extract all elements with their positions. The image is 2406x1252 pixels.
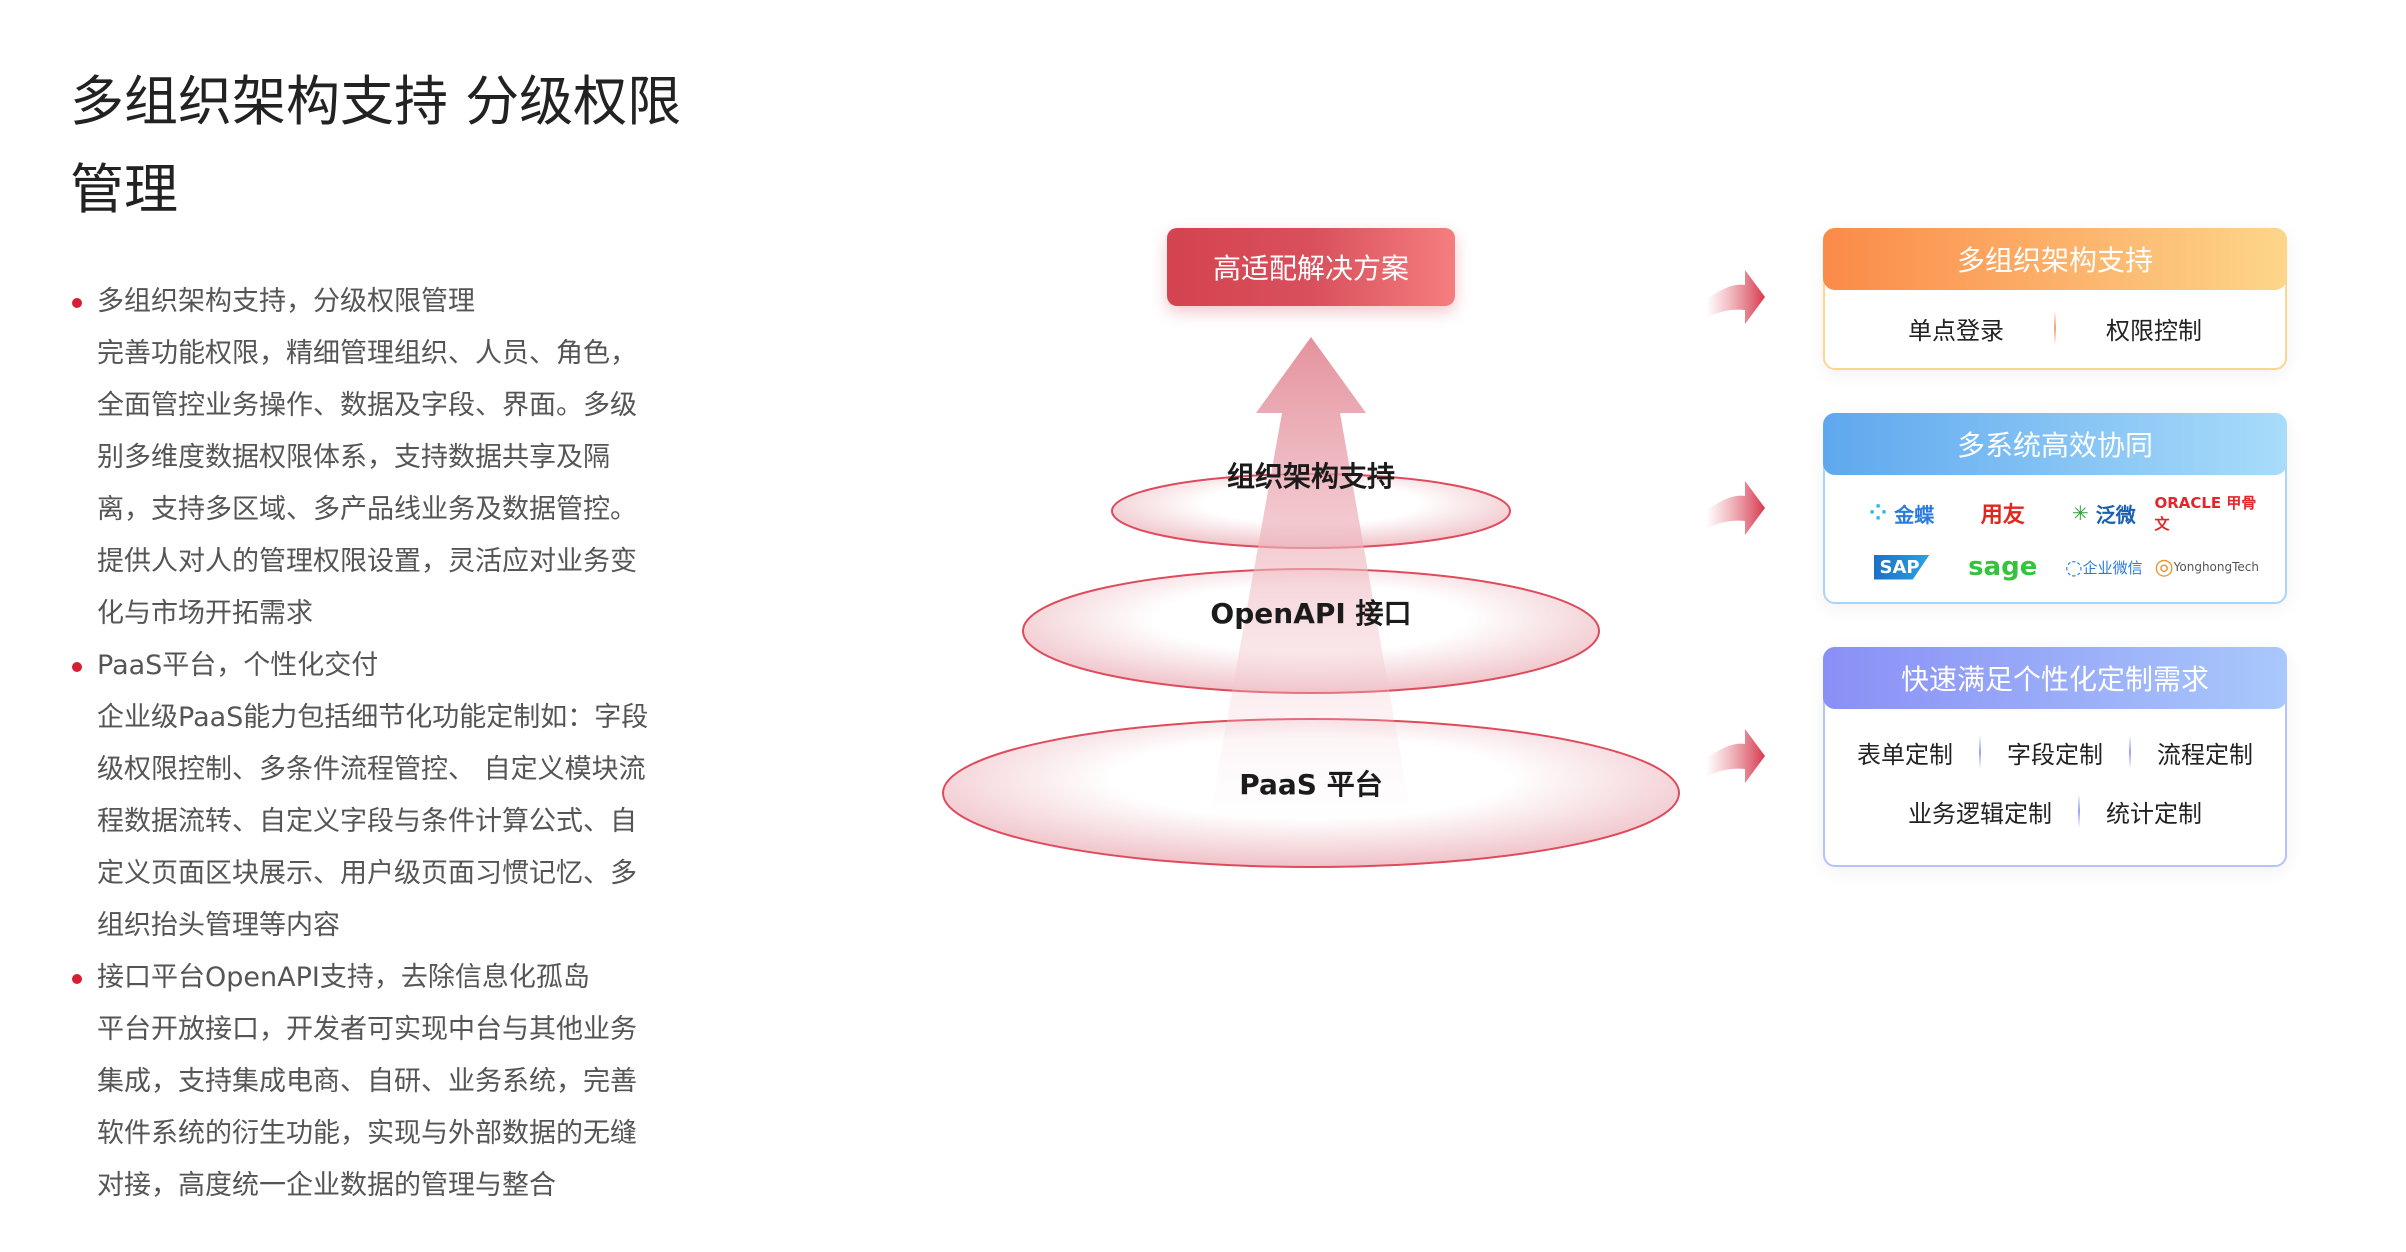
card-title: 多系统高效协同 (1823, 413, 2287, 475)
title-line: 管理 (70, 158, 178, 221)
section-openapi: 接口平台OpenAPI支持，去除信息化孤岛 平台开放接口，开发者可实现中台与其他… (72, 952, 712, 1212)
section-paas: PaaS平台，个性化交付 企业级PaaS能力包括细节化功能定制如：字段 级权限控… (72, 640, 712, 952)
right-arrow-icon (1706, 729, 1765, 783)
heading-text: PaaS平台，个性化交付 (97, 650, 379, 681)
feature-list: 多组织架构支持，分级权限管理 完善功能权限，精细管理组织、人员、角色， 全面管控… (72, 276, 712, 1212)
divider (2129, 735, 2131, 769)
card-customization: 快速满足个性化定制需求 表单定制 字段定制 流程定制 业务逻辑定制 统计定制 (1823, 647, 2287, 867)
layer-label-openapi: OpenAPI 接口 (1210, 597, 1412, 630)
title-line: 多组织架构支持 分级权限 (70, 70, 682, 133)
item-workflow: 流程定制 (2157, 740, 2253, 769)
page-title: 多组织架构支持 分级权限 管理 (70, 58, 710, 234)
body-line: 程数据流转、自定义字段与条件计算公式、自 (97, 806, 637, 837)
section-org: 多组织架构支持，分级权限管理 完善功能权限，精细管理组织、人员、角色， 全面管控… (72, 276, 712, 640)
body-line: 全面管控业务操作、数据及字段、界面。多级 (97, 390, 637, 421)
body-line: 化与市场开拓需求 (97, 598, 313, 629)
body-line: 级权限控制、多条件流程管控、 自定义模块流 (97, 754, 646, 785)
body-line: 软件系统的衍生功能，实现与外部数据的无缝 (97, 1118, 637, 1149)
item-logic: 业务逻辑定制 (1908, 799, 2052, 828)
body-line: 完善功能权限，精细管理组织、人员、角色， (97, 338, 637, 369)
body-line: 平台开放接口，开发者可实现中台与其他业务 (97, 1014, 637, 1045)
divider (1979, 735, 1981, 769)
heading-text: 接口平台OpenAPI支持，去除信息化孤岛 (97, 962, 590, 993)
layer-ellipse-openapi (1022, 568, 1600, 694)
item-field: 字段定制 (2007, 740, 2103, 769)
solution-button[interactable]: 高适配解决方案 (1167, 228, 1455, 306)
yonyou-logo: 用友 (1980, 503, 2025, 528)
heading-text: 多组织架构支持，分级权限管理 (97, 286, 475, 317)
card-items: 单点登录 权限控制 (1825, 288, 2285, 368)
card-org-support: 多组织架构支持 单点登录 权限控制 (1823, 228, 2287, 370)
partner-logos: ⁘ 金蝶 用友 ✳ 泛微 ORACLE 甲骨文 SAP sage ◌企业微信 ◎… (1825, 473, 2285, 585)
card-items-row: 表单定制 字段定制 流程定制 (1825, 721, 2285, 783)
logo-text: 泛微 (2095, 502, 2136, 527)
body-line: 对接，高度统一企业数据的管理与整合 (97, 1170, 556, 1201)
bullet-icon (72, 974, 82, 984)
right-arrow-icon (1706, 481, 1765, 535)
card-title: 快速满足个性化定制需求 (1823, 647, 2287, 709)
body-line: 定义页面区块展示、用户级页面习惯记忆、多 (97, 858, 637, 889)
layer-label-org: 组织架构支持 (1226, 460, 1395, 493)
logo-text: SAP (1873, 554, 1930, 580)
item-permission: 权限控制 (2106, 316, 2202, 345)
up-arrow-icon (1209, 337, 1412, 820)
body-line: 集成，支持集成电商、自研、业务系统，完善 (97, 1066, 637, 1097)
divider (2078, 794, 2080, 828)
item-sso: 单点登录 (1908, 316, 2004, 345)
wecom-logo: ◌企业微信 (2065, 555, 2143, 579)
section-heading: PaaS平台，个性化交付 (72, 640, 712, 692)
bullet-icon (72, 298, 82, 308)
body-line: 组织抬头管理等内容 (97, 910, 340, 941)
layer-ellipse-paas (942, 718, 1680, 868)
yonghong-logo: ◎YonghongTech (2154, 554, 2259, 580)
oracle-logo: ORACLE 甲骨文 (2154, 494, 2257, 533)
item-stats: 统计定制 (2106, 799, 2202, 828)
card-items-row: 业务逻辑定制 统计定制 (1825, 783, 2285, 839)
section-heading: 多组织架构支持，分级权限管理 (72, 276, 712, 328)
item-form: 表单定制 (1857, 740, 1953, 769)
sage-logo: sage (1968, 552, 2038, 582)
body-line: 别多维度数据权限体系，支持数据共享及隔 (97, 442, 610, 473)
bullet-icon (72, 662, 82, 672)
right-arrow-icon (1706, 270, 1765, 324)
body-line: 企业级PaaS能力包括细节化功能定制如：字段 (97, 702, 649, 733)
layer-label-paas: PaaS 平台 (1239, 768, 1383, 801)
section-heading: 接口平台OpenAPI支持，去除信息化孤岛 (72, 952, 712, 1004)
logo-text: 企业微信 (2082, 558, 2143, 577)
divider (2054, 311, 2056, 345)
card-title: 多组织架构支持 (1823, 228, 2287, 290)
body-line: 离，支持多区域、多产品线业务及数据管控。 (97, 494, 637, 525)
logo-text: YonghongTech (2173, 560, 2259, 574)
layer-ellipse-org (1111, 473, 1511, 549)
weaver-logo: ✳ 泛微 (2053, 495, 2154, 531)
body-line: 提供人对人的管理权限设置，灵活应对业务变 (97, 546, 637, 577)
kingdee-logo: ⁘ 金蝶 (1868, 500, 1935, 527)
logo-text: 金蝶 (1894, 502, 1935, 527)
sap-logo: SAP (1851, 549, 1952, 585)
card-multi-system: 多系统高效协同 ⁘ 金蝶 用友 ✳ 泛微 ORACLE 甲骨文 SAP sage… (1823, 413, 2287, 604)
